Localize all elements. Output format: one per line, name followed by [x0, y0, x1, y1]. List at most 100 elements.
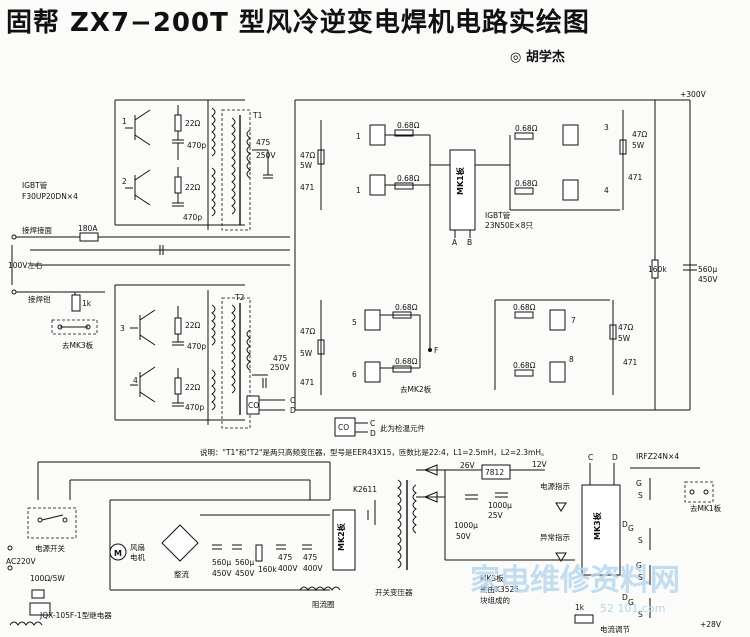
mk3-note-2: 是由K3525 — [480, 584, 519, 594]
fault-led-icon — [555, 552, 567, 562]
author-byline: ◎ 胡学杰 — [510, 50, 565, 65]
c-label-t2: C — [290, 396, 295, 405]
v250-label-t2: 250V — [270, 363, 290, 372]
temp-note: 此为检温元件 — [380, 423, 425, 433]
d-pin-label-1: D — [622, 520, 628, 529]
v28-label: +28V — [700, 620, 722, 629]
v300-label: +300V — [680, 90, 707, 99]
v450a-label: 450V — [212, 569, 232, 578]
t1-label: T1 — [252, 111, 263, 120]
co-label: CO — [338, 423, 349, 432]
c475-label-t2: 475 — [273, 354, 288, 363]
g-label-4: G — [628, 598, 634, 607]
d-label: D — [370, 429, 376, 438]
ac220-label: AC220V — [6, 557, 37, 566]
power-supply-section: 电源开关 AC220V M 风扇 电机 整流 560μ 450V 560μ 45… — [6, 452, 722, 634]
igbt-2: 2 — [122, 169, 151, 206]
welding-output: 接焊接面 接焊钳 100V左右 180A 1k 去MK3板 — [8, 224, 290, 350]
igbt-6-number: 6 — [352, 370, 357, 379]
r100-5w-label: 100Ω/5W — [30, 574, 65, 583]
v400a-label: 400V — [278, 564, 298, 573]
r1k2-label: 1k — [575, 603, 585, 612]
c-label: C — [370, 419, 375, 428]
s-label-1: S — [638, 491, 643, 500]
f-label: F — [434, 346, 438, 355]
gate-transformer-coils-left — [207, 100, 216, 425]
c475b-label: 475 — [303, 553, 318, 562]
r22-label-3: 22Ω — [185, 321, 201, 330]
r160k-label: 160k — [648, 265, 667, 274]
to-mk2-label: 去MK2板 — [400, 384, 432, 394]
v400b-label: 400V — [303, 564, 323, 573]
c1000-50-label: 1000μ — [454, 521, 478, 530]
r160k2-label: 160k — [258, 565, 277, 574]
left-igbt-section: 1 2 3 — [22, 99, 245, 425]
r068-label-7: 0.68Ω — [513, 303, 536, 312]
current-adjust-label: 电流调节 — [600, 624, 630, 634]
r22-label-2: 22Ω — [185, 183, 201, 192]
r068-label-8: 0.68Ω — [513, 361, 536, 370]
transformer-note: 说明："T1"和"T2"是两只高频变压器，型号是EER43X15，匝数比是22:… — [200, 447, 548, 457]
c470p-label-3: 470p — [187, 342, 206, 351]
c471p-label: 471 — [628, 173, 643, 182]
irf-label: IRFZ24N×4 — [636, 452, 679, 461]
igbt-7-number: 7 — [571, 316, 576, 325]
r068-label-3: 0.68Ω — [515, 124, 538, 133]
igbt-8-number: 8 — [569, 355, 574, 364]
g-label-3: G — [636, 561, 642, 570]
r22-label-1: 22Ω — [185, 119, 201, 128]
mk1-label: MK1板 — [455, 166, 465, 195]
igbt-3: 3 — [120, 309, 156, 346]
choke-label: 阻流圈 — [312, 599, 335, 609]
fan-motor-icon — [109, 543, 127, 561]
d-pin-label-2: D — [622, 593, 628, 602]
transformer-t2: T2 475 250V CO C D — [221, 293, 296, 429]
r22-label-4: 22Ω — [185, 383, 201, 392]
c475-label-t1: 475 — [256, 138, 271, 147]
watermark-url: 52 101.com — [600, 602, 665, 615]
igbt-left-label: IGBT管 — [22, 180, 48, 190]
right-inverter-bridge: +300V 1 1 0.68Ω 0.68Ω 47Ω 5W 471 MK1板 A — [294, 90, 718, 411]
mk3-note-3: 块组成的 — [480, 595, 510, 605]
v12-label: 12V — [532, 460, 548, 469]
igbt-4: 4 — [130, 366, 156, 403]
mosfet-array: G S G S G S G S D D — [622, 467, 700, 619]
motor-label: 电机 — [130, 552, 145, 562]
v100-label: 100V左右 — [8, 260, 43, 270]
igbt-right-part: 23N50E×8只 — [485, 221, 533, 230]
mk2-label: MK2板 — [336, 522, 346, 551]
c471-label-3: 471 — [300, 378, 315, 387]
igbt-1-number: 1 — [122, 117, 127, 126]
relay-label: JQX-105F-1型继电器 — [39, 610, 112, 620]
r47-label-3: 47Ω — [300, 327, 316, 336]
power-led-icon — [555, 502, 567, 512]
w5-label-4: 5W — [618, 334, 631, 343]
mk3-note-1: MK3板 — [480, 573, 504, 583]
s-label-2: S — [638, 536, 643, 545]
c-label-mk3: C — [588, 453, 593, 462]
igbt-right-label: IGBT管 — [485, 210, 511, 220]
k2611-label: K2611 — [353, 485, 377, 494]
igbt-5-number: 5 — [352, 318, 357, 327]
igbt-r1b-number: 1 — [356, 186, 361, 195]
g-label-1: G — [636, 479, 642, 488]
mk3-label: MK3板 — [592, 511, 602, 540]
igbt-2-number: 2 — [122, 177, 127, 186]
r47-label-1: 47Ω — [300, 151, 316, 160]
c470p-label-2: 470p — [183, 213, 202, 222]
switch-transformer-label: 开关变压器 — [375, 587, 413, 597]
watermark-text: 家电维修资料网 — [470, 563, 680, 598]
g-label-2: G — [628, 524, 634, 533]
c1000-25-label: 1000μ — [488, 501, 512, 510]
b-label: B — [467, 238, 472, 247]
r47-label-4: 47Ω — [618, 323, 634, 332]
igbt-left-part: F30UP20DN×4 — [22, 192, 78, 201]
page-title: 固帮 ZX7−200T 型风冷逆变电焊机电路实绘图 — [6, 8, 590, 38]
w5-label-1: 5W — [300, 161, 313, 170]
igbt-4-number: 4 — [133, 376, 138, 385]
s-label-4: S — [638, 610, 643, 619]
fault-indicator-label: 异常指示 — [540, 532, 570, 542]
bridge-rectifier — [161, 524, 199, 562]
temperature-sensor: CO C D 此为检温元件 — [334, 417, 425, 438]
